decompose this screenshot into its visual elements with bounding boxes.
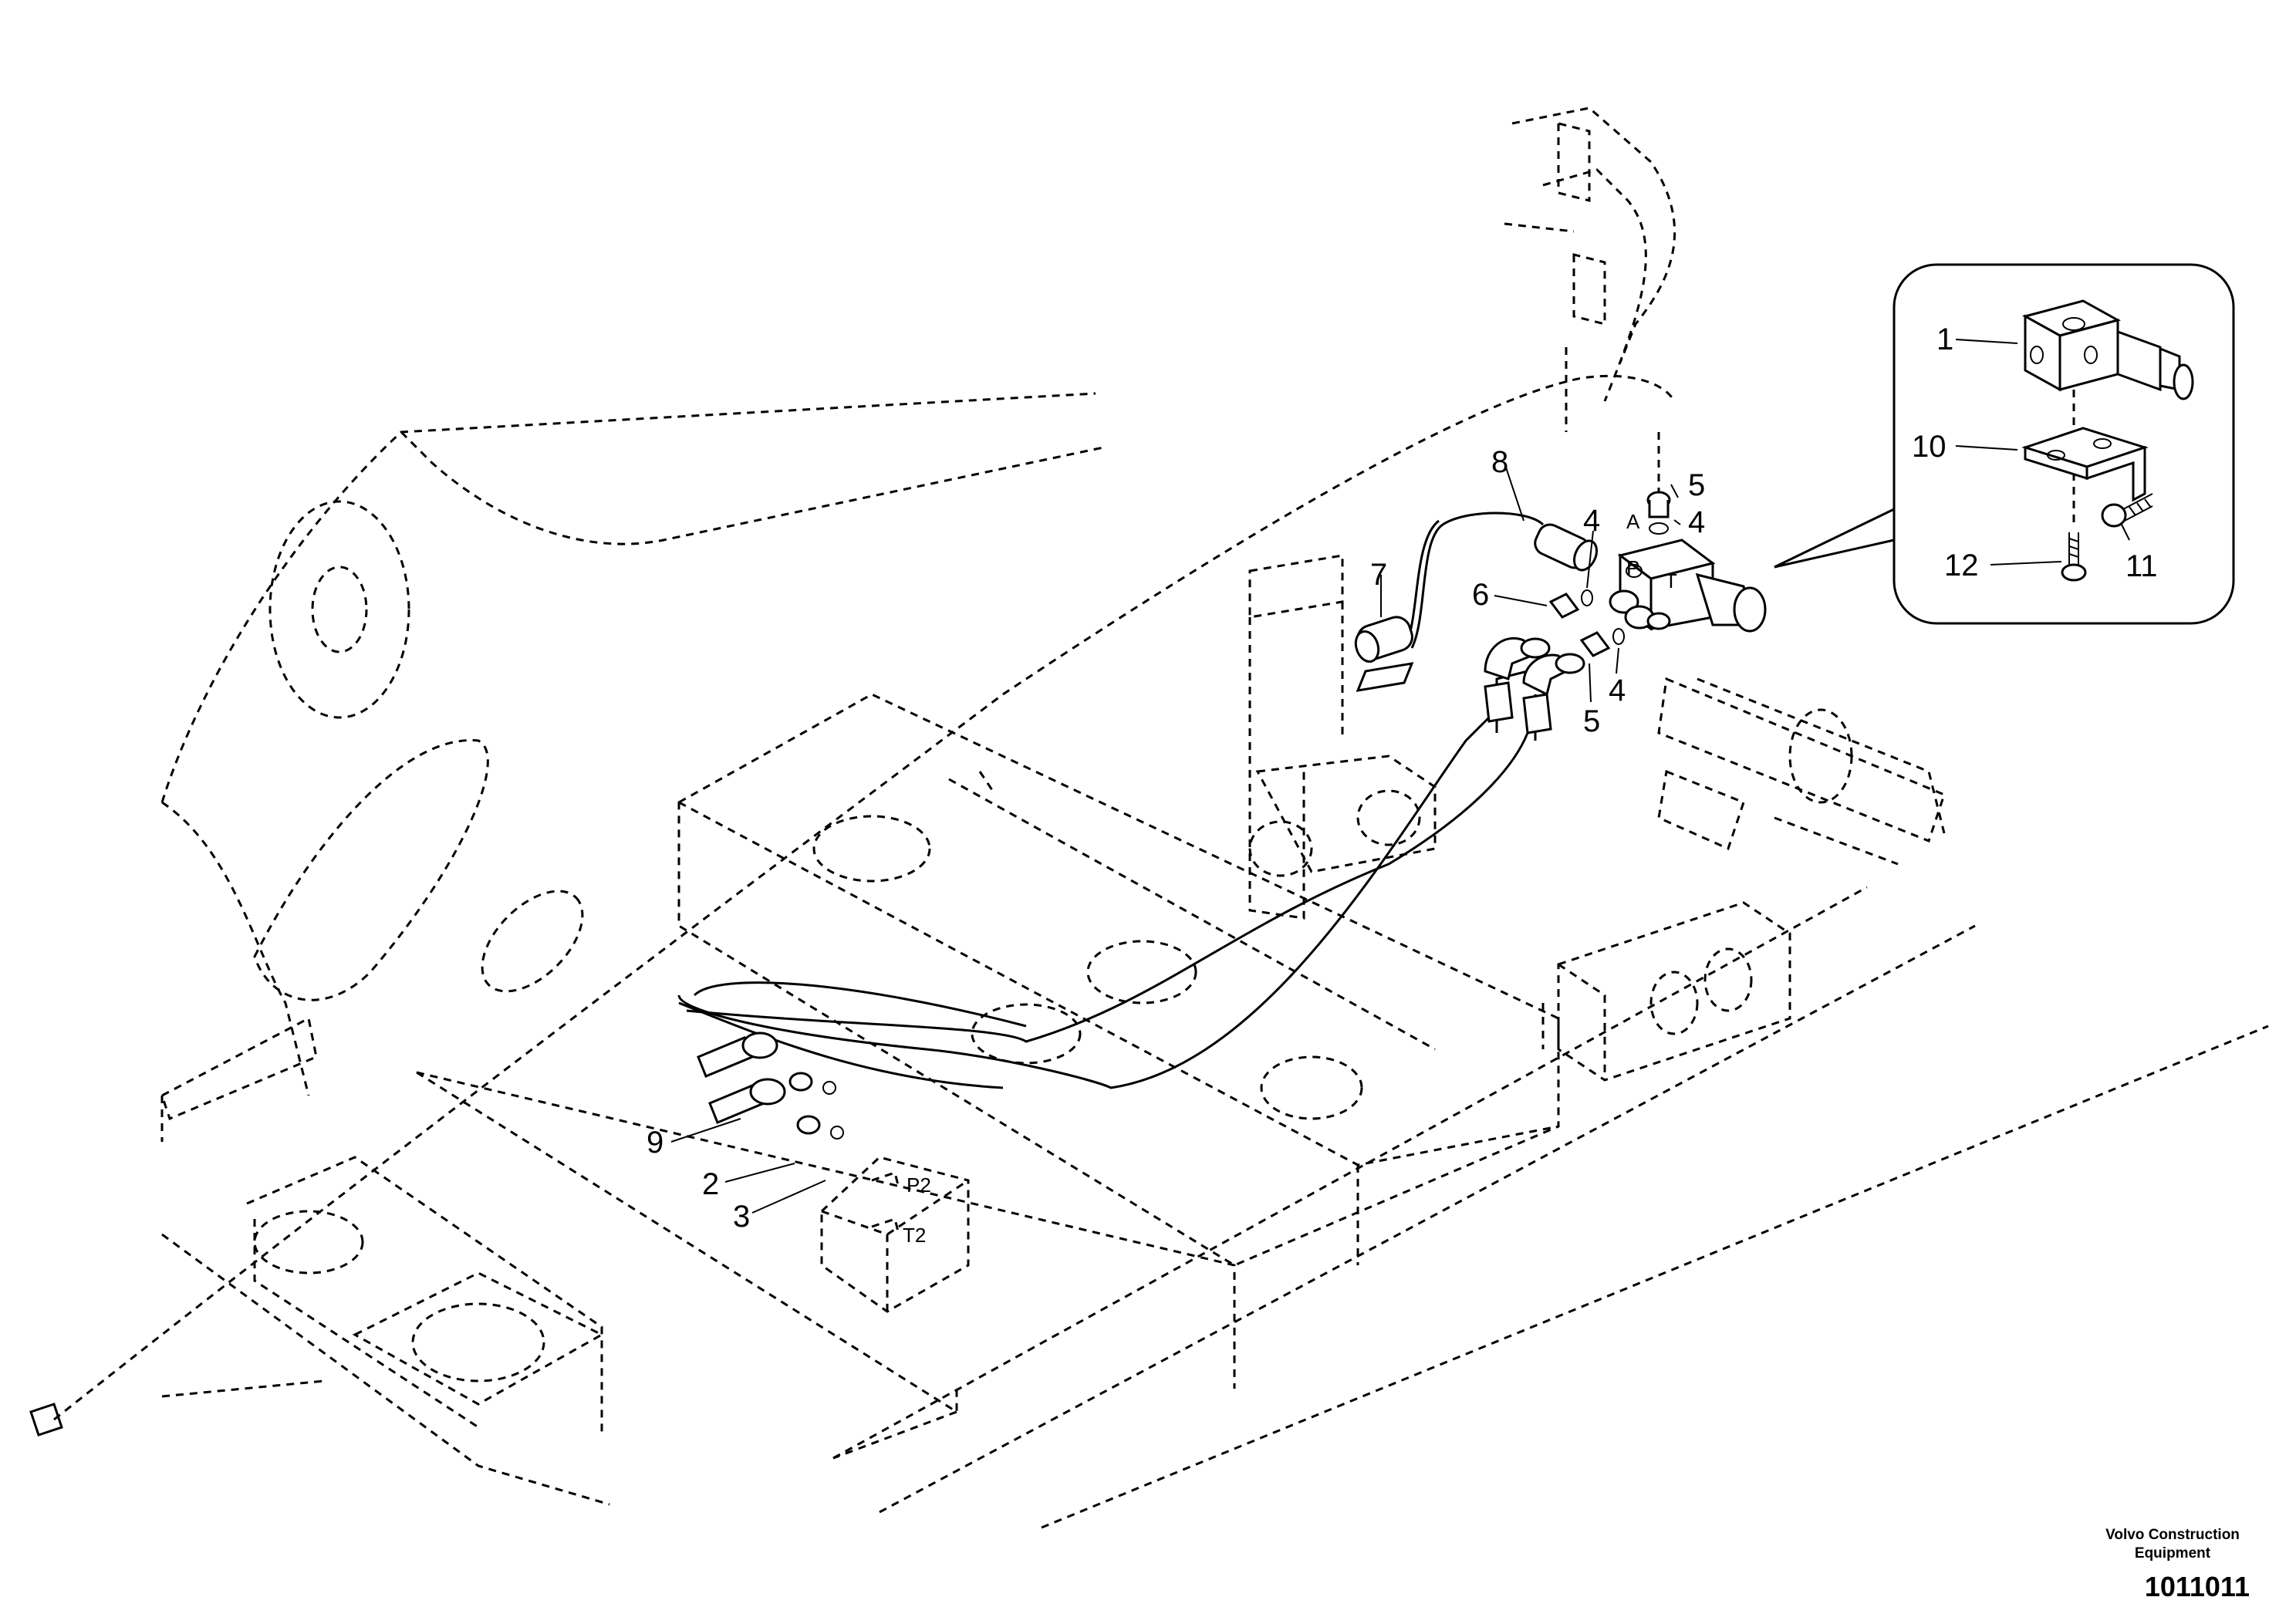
company-caption: Volvo Construction Equipment bbox=[2080, 1526, 2265, 1563]
callout-9: 9 bbox=[647, 1126, 663, 1160]
callout-5-top: 5 bbox=[1688, 468, 1705, 502]
hydraulic-hoses bbox=[677, 512, 1545, 1089]
port-label-t: T bbox=[1665, 569, 1677, 593]
port-labels: A P T P2 T2 bbox=[903, 510, 1677, 1247]
leader-lines bbox=[670, 339, 2130, 1214]
control-valve-block bbox=[820, 1156, 970, 1313]
hose-fittings bbox=[697, 636, 1585, 1140]
callout-5-lower: 5 bbox=[1583, 704, 1600, 738]
sensor-connector bbox=[1534, 523, 1599, 572]
port-label-a: A bbox=[1626, 510, 1640, 533]
callout-7: 7 bbox=[1370, 558, 1387, 592]
company-line-2: Equipment bbox=[2134, 1545, 2211, 1562]
callout-4-lower: 4 bbox=[1609, 674, 1626, 707]
solenoid-valve bbox=[1548, 491, 1767, 657]
callout-1: 1 bbox=[1936, 322, 1953, 356]
callout-4-upper-right: 4 bbox=[1688, 505, 1705, 539]
port-label-p: P bbox=[1626, 556, 1639, 579]
pressure-sensor bbox=[1354, 616, 1414, 692]
callout-3: 3 bbox=[733, 1200, 750, 1234]
callout-2: 2 bbox=[702, 1167, 719, 1201]
document-number: 1011011 bbox=[2144, 1571, 2250, 1602]
port-label-p2: P2 bbox=[907, 1173, 931, 1197]
callout-labels: 1 10 12 11 8 7 6 4 5 4 4 5 9 2 3 bbox=[647, 322, 2158, 1234]
company-line-1: Volvo Construction bbox=[2105, 1527, 2240, 1543]
detail-inset bbox=[1774, 263, 2235, 625]
machine-frame-outline bbox=[29, 106, 2269, 1529]
callout-10: 10 bbox=[1912, 430, 1947, 464]
callout-11: 11 bbox=[2125, 549, 2158, 583]
port-label-t2: T2 bbox=[903, 1224, 926, 1247]
callout-6: 6 bbox=[1472, 578, 1489, 612]
callout-12: 12 bbox=[1944, 549, 1979, 582]
callout-8: 8 bbox=[1491, 445, 1508, 479]
callout-4-top: 4 bbox=[1583, 504, 1600, 538]
